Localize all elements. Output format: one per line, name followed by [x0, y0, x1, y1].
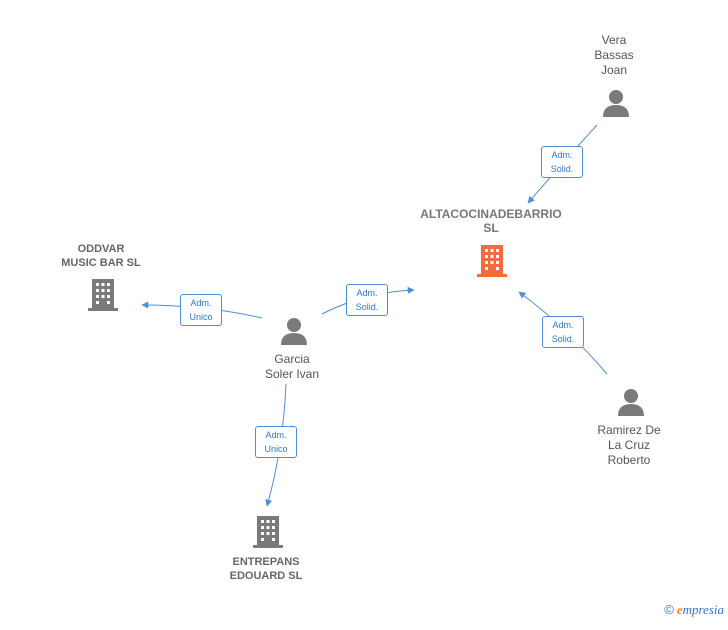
ramirez-name-line2: La Cruz [607, 438, 651, 452]
copyright-symbol: © [664, 602, 674, 617]
ramirez-name-line3: Roberto [607, 453, 651, 467]
garcia-name-line2: Soler Ivan [264, 367, 320, 381]
vera-name-line2: Bassas [594, 48, 634, 62]
empresia-logo[interactable]: ©empresia [664, 602, 724, 618]
main-company-building-icon[interactable] [475, 243, 509, 279]
garcia-person-icon[interactable] [279, 316, 309, 346]
vera-person-icon[interactable] [601, 88, 631, 118]
relation-badge-garcia-entrepans[interactable]: Adm. Unico [255, 426, 297, 458]
relation-garcia-oddvar-line2: Unico [189, 312, 213, 322]
oddvar-name-line1: ODDVAR [77, 243, 125, 255]
vera-name-line3: Joan [600, 63, 628, 77]
garcia-name-line1: Garcia [274, 352, 310, 366]
main-company-name-line1: ALTACOCINADEBARRIO [420, 207, 562, 221]
relation-badge-garcia-oddvar[interactable]: Adm. Unico [180, 294, 222, 326]
relation-garcia-oddvar-line1: Adm. [190, 298, 212, 308]
relation-badge-ramirez-main[interactable]: Adm. Solid. [542, 316, 584, 348]
relation-badge-vera-main[interactable]: Adm. Solid. [541, 146, 583, 178]
oddvar-building-icon[interactable] [86, 277, 120, 313]
vera-name-line1: Vera [601, 33, 627, 47]
brand-rest: mpresia [682, 602, 724, 617]
main-company-name-line2: SL [483, 221, 499, 235]
ramirez-name-line1: Ramirez De [597, 423, 661, 437]
ramirez-person-icon[interactable] [616, 387, 646, 417]
ramirez-person-name[interactable]: Ramirez De La Cruz Roberto [581, 423, 677, 468]
oddvar-company-name[interactable]: ODDVAR MUSIC BAR SL [40, 242, 162, 270]
vera-person-name[interactable]: Vera Bassas Joan [573, 33, 655, 78]
relation-vera-main-line2: Solid. [550, 164, 574, 174]
relation-garcia-main-line1: Adm. [356, 288, 378, 298]
garcia-person-name[interactable]: Garcia Soler Ivan [241, 352, 343, 382]
entrepans-company-name[interactable]: ENTREPANS EDOUARD SL [205, 555, 327, 583]
relation-garcia-main-line2: Solid. [355, 302, 379, 312]
brand-first-letter: e [676, 602, 683, 617]
relation-garcia-entrepans-line2: Unico [264, 444, 288, 454]
relation-vera-main-line1: Adm. [551, 150, 573, 160]
relation-garcia-entrepans-line1: Adm. [265, 430, 287, 440]
oddvar-name-line2: MUSIC BAR SL [61, 257, 141, 269]
relation-badge-garcia-main[interactable]: Adm. Solid. [346, 284, 388, 316]
relation-ramirez-main-line2: Solid. [551, 334, 575, 344]
entrepans-name-line2: EDOUARD SL [229, 570, 303, 582]
entrepans-name-line1: ENTREPANS [232, 556, 300, 568]
entrepans-building-icon[interactable] [251, 514, 285, 550]
relation-ramirez-main-line1: Adm. [552, 320, 574, 330]
main-company-name[interactable]: ALTACOCINADEBARRIO SL [400, 207, 582, 235]
